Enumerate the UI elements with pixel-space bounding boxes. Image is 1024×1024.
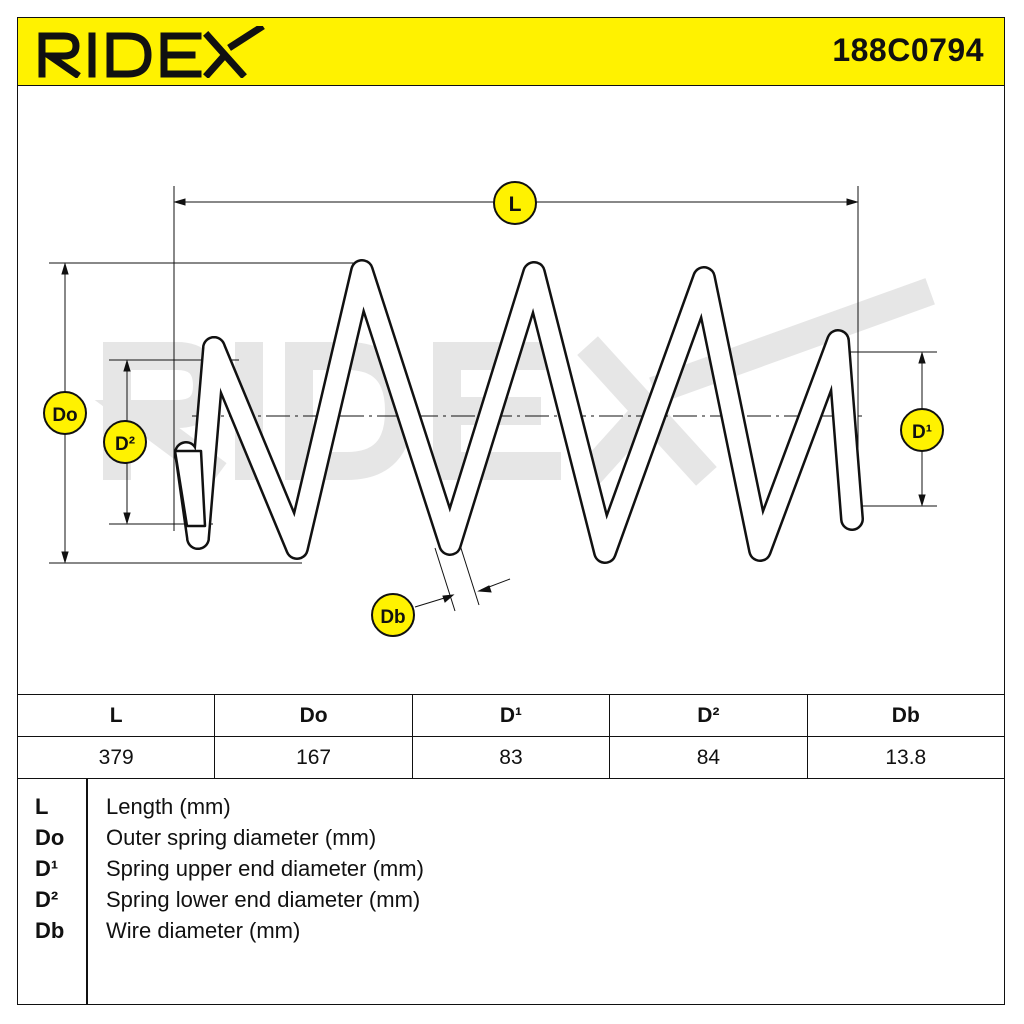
legend-code: D¹ <box>35 856 59 881</box>
legend-text: Outer spring diameter (mm) <box>106 825 377 850</box>
outer-diameter-dimension <box>49 262 357 564</box>
legend-text: Spring lower end diameter (mm) <box>106 887 421 912</box>
label-length-text: L <box>509 193 522 216</box>
legend-item: D¹ Spring upper end diameter (mm) <box>17 856 1005 887</box>
spec-value-cell: 83 <box>411 736 611 779</box>
legend-code: L <box>35 794 49 819</box>
spec-header-cell: Db <box>806 694 1006 737</box>
label-lower-end-diameter: D² <box>103 420 147 464</box>
label-outer-diameter: Do <box>43 391 87 435</box>
label-upper-end-diameter: D¹ <box>900 408 944 452</box>
spec-value-cell: 13.8 <box>806 736 1006 779</box>
header-bar: 188C0794 <box>17 17 1005 86</box>
spec-header-cell: D² <box>609 694 808 737</box>
legend-text: Wire diameter (mm) <box>106 918 301 943</box>
label-wire-diameter: Db <box>371 593 415 637</box>
spec-header-cell: D¹ <box>411 694 611 737</box>
spring-coils <box>173 259 864 564</box>
label-upper-end-diameter-text: D¹ <box>912 422 932 443</box>
legend-code: D² <box>35 887 59 912</box>
spec-value-cell: 84 <box>609 736 808 779</box>
label-wire-diameter-text: Db <box>380 607 405 628</box>
legend-item: Db Wire diameter (mm) <box>17 918 1005 949</box>
label-outer-diameter-text: Do <box>52 405 77 426</box>
part-number: 188C0794 <box>832 32 984 68</box>
legend-text: Length (mm) <box>106 794 231 819</box>
legend-text: Spring upper end diameter (mm) <box>106 856 424 881</box>
legend-item: L Length (mm) <box>17 794 1005 825</box>
spec-table: L Do D¹ D² Db 379 167 83 84 13.8 <box>16 694 1006 779</box>
legend: L Length (mm) Do Outer spring diameter (… <box>17 778 1005 1005</box>
legend-code: Do <box>35 825 65 850</box>
legend-item: D² Spring lower end diameter (mm) <box>17 887 1005 918</box>
spec-value-cell: 379 <box>16 736 216 779</box>
label-length: L <box>493 181 537 225</box>
ridex-logo <box>38 26 265 78</box>
spec-value-cell: 167 <box>214 736 413 779</box>
spring-diagram: L Do D² D¹ Db <box>43 181 944 637</box>
spec-header-cell: L <box>16 694 216 737</box>
spec-header-cell: Do <box>214 694 413 737</box>
legend-divider <box>86 778 88 1005</box>
spec-table-header-row: L Do D¹ D² Db <box>16 694 1006 737</box>
legend-item: Do Outer spring diameter (mm) <box>17 825 1005 856</box>
label-lower-end-diameter-text: D² <box>115 434 135 455</box>
legend-code: Db <box>35 918 65 943</box>
spec-table-value-row: 379 167 83 84 13.8 <box>16 736 1006 779</box>
wire-diameter-dimension <box>414 541 511 612</box>
